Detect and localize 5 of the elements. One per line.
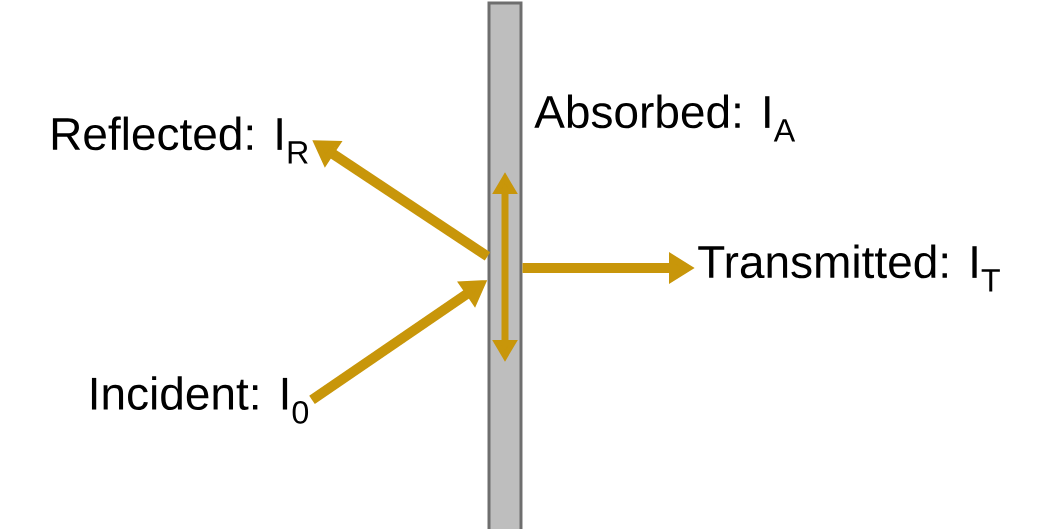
text-label: Reflected: I$_{R}$ <box>52 116 308 164</box>
text-label: Incident: I$_{0}$ <box>91 376 309 424</box>
text-label: Absorbed: I$_{A}$ <box>534 94 796 142</box>
slab <box>487 1 523 529</box>
text-label: Transmitted: I$_{T}$ <box>698 244 1000 292</box>
